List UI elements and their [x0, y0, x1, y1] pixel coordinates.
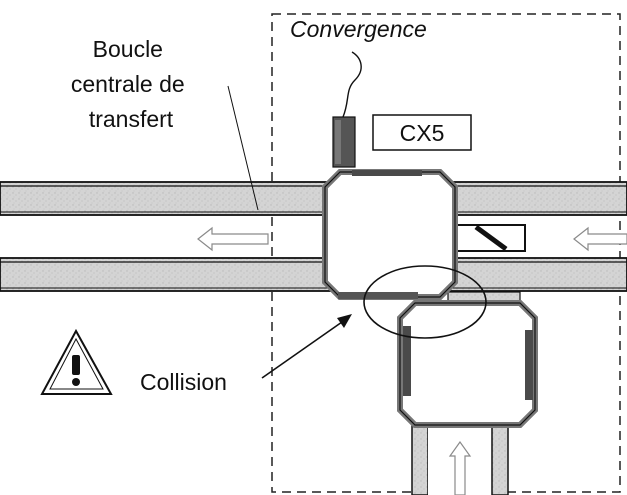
lower-rail [0, 257, 627, 292]
collision-zone [363, 265, 487, 339]
contact-strip [352, 170, 422, 176]
upper-rail [0, 181, 627, 216]
loop-label: Boucle centrale de transfert [71, 36, 191, 132]
upper-shuttle [322, 169, 458, 300]
contact-strip [403, 326, 411, 396]
zone-label: Convergence [290, 16, 427, 42]
collision-arrow [261, 314, 352, 379]
warning-triangle-icon [40, 328, 113, 395]
sensor-icon [332, 51, 362, 168]
sensor-label: CX5 [400, 120, 445, 146]
loop-label-line-2: centrale de [71, 71, 185, 97]
arrow-left-icon [573, 226, 627, 252]
arrow-up-icon [448, 440, 472, 495]
convergence-zone-border [271, 13, 621, 493]
arrow-left-icon [197, 226, 269, 252]
loop-label-line-1: Boucle [93, 36, 163, 62]
collision-label: Collision [140, 369, 227, 395]
lower-shuttle [397, 300, 538, 428]
contact-strip [525, 330, 533, 400]
sensor-label-box [372, 114, 472, 151]
loop-leader-line [227, 85, 259, 211]
carrier [454, 224, 526, 252]
loop-label-line-3: transfert [89, 106, 174, 132]
contact-strip [338, 292, 418, 299]
